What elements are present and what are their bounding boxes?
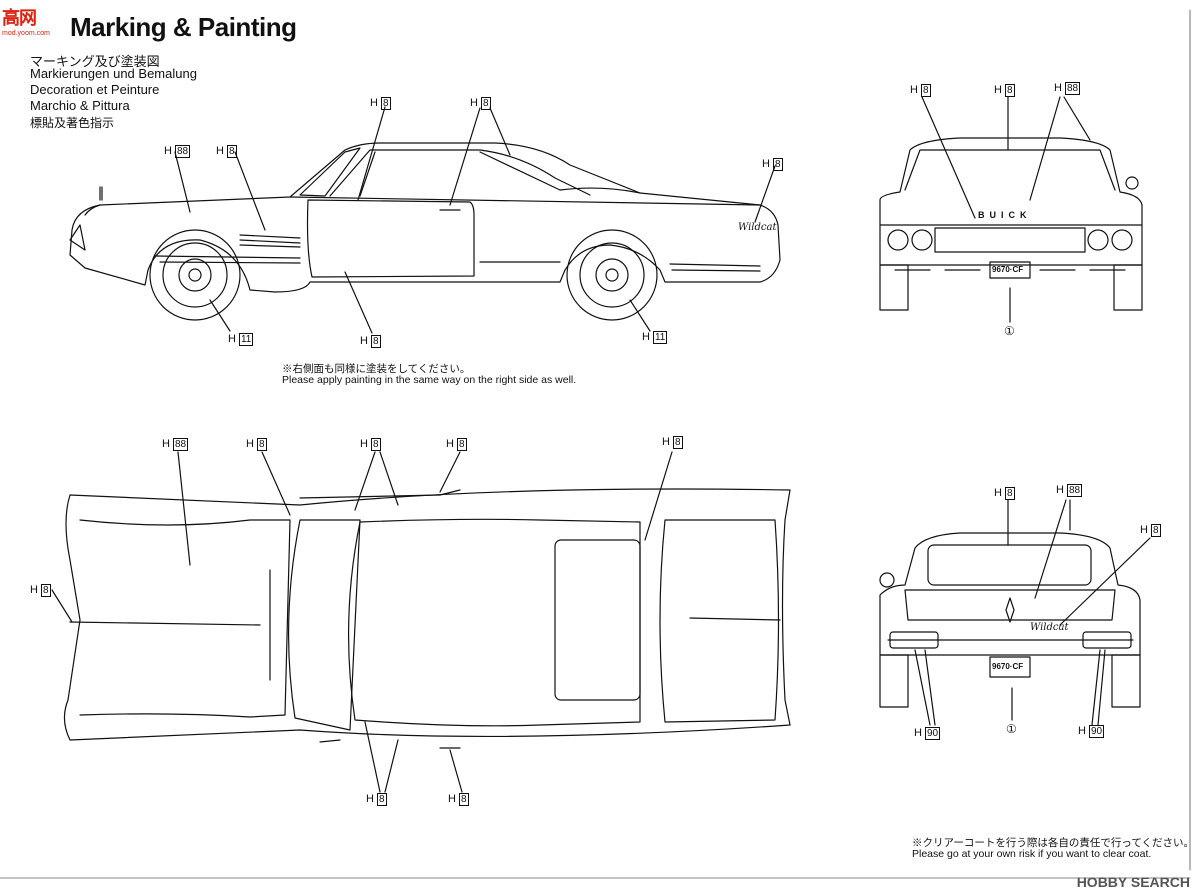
subtitle-jp: マーキング及び塗装図 [30, 54, 160, 69]
front-badge: BUICK [978, 210, 1032, 220]
subtitle-de: Markierungen und Bemalung [30, 66, 197, 81]
rear-view-drawing [879, 499, 1151, 726]
top-view-drawing [51, 451, 791, 793]
note-side-en: Please apply painting in the same way on… [282, 374, 577, 386]
front-view-drawing [879, 96, 1143, 323]
watermark-logo: 高网 mod.yoom.com [0, 0, 90, 44]
note-clear-jp: ※クリアーコートを行う際は各自の責任で行ってください。 [912, 837, 1195, 849]
watermark-brand: 高网 [2, 8, 37, 28]
subtitle-cn: 標貼及著色指示 [30, 116, 115, 130]
side-view-drawing [69, 106, 781, 334]
page-title: Marking & Painting [70, 12, 297, 42]
footer-brand: HOBBY SEARCH [1076, 874, 1190, 890]
front-plate: 9670·CF [992, 265, 1024, 274]
rear-emblem: Wildcat [1030, 622, 1069, 633]
rear-plate: 9670·CF [992, 662, 1024, 671]
front-part-number: ① [1004, 324, 1015, 338]
watermark-url: mod.yoom.com [2, 30, 50, 37]
side-emblem: Wildcat [738, 222, 777, 233]
note-side-jp: ※右側面も同様に塗装をしてください。 [282, 363, 471, 375]
note-clear-en: Please go at your own risk if you want t… [912, 848, 1152, 860]
rear-part-number: ① [1006, 722, 1017, 736]
subtitle-it: Marchio & Pittura [30, 98, 130, 113]
subtitle-fr: Decoration et Peinture [30, 82, 160, 97]
